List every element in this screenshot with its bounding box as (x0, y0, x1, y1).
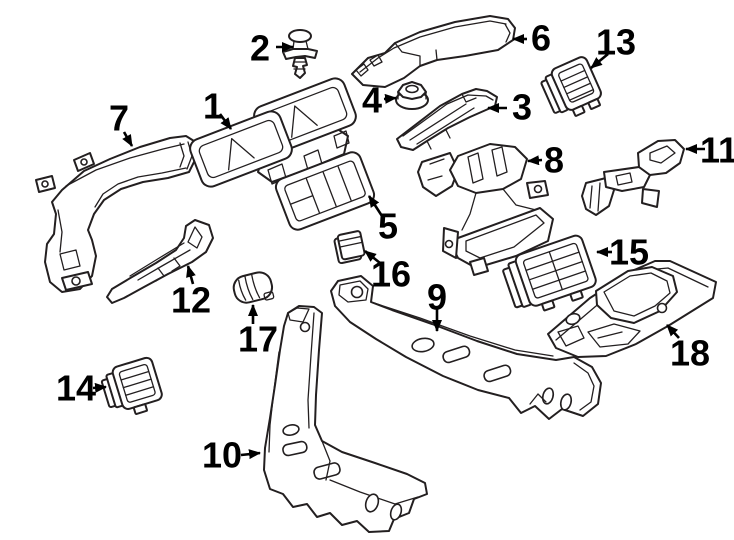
part-18-trim-panel (547, 260, 717, 358)
callout-12[interactable]: 12 (171, 265, 211, 321)
callout-17[interactable]: 17 (238, 304, 278, 360)
part-7-side-defroster-duct (35, 135, 197, 293)
callout-17-label[interactable]: 17 (238, 319, 278, 360)
part-1-register-assembly (189, 77, 357, 188)
part-13-louvered-vent (540, 56, 602, 117)
callout-10-arrow (240, 449, 261, 460)
part-2-push-pin-retainer (282, 29, 318, 79)
callout-10[interactable]: 10 (202, 435, 261, 476)
callout-7-arrow (122, 131, 134, 147)
part-16-cap (333, 230, 366, 265)
callout-4-label[interactable]: 4 (362, 80, 382, 121)
callout-6-label[interactable]: 6 (531, 18, 551, 59)
callout-6[interactable]: 6 (512, 18, 551, 59)
callout-15[interactable]: 15 (596, 232, 649, 273)
part-9-floor-duct (330, 275, 602, 420)
part-17-cap (232, 271, 275, 304)
callout-5-arrow (367, 195, 384, 217)
callout-10-label[interactable]: 10 (202, 435, 242, 476)
callout-14-label[interactable]: 14 (56, 368, 96, 409)
part-11-side-duct (581, 139, 685, 216)
callout-16-label[interactable]: 16 (371, 254, 411, 295)
callout-12-label[interactable]: 12 (171, 280, 211, 321)
callout-18-label[interactable]: 18 (670, 333, 710, 374)
callout-1[interactable]: 1 (203, 86, 233, 130)
callout-5[interactable]: 5 (367, 195, 398, 247)
callout-7-label[interactable]: 7 (109, 98, 129, 139)
part-15-louvered-vent (502, 234, 597, 312)
callout-9[interactable]: 9 (427, 277, 447, 332)
part-4-nut (395, 81, 429, 110)
part-10-floor-duct-vertical (263, 305, 428, 533)
callout-7[interactable]: 7 (109, 98, 134, 147)
part-5-register-grille (274, 151, 376, 231)
callout-16[interactable]: 16 (364, 249, 411, 295)
callout-11[interactable]: 11 (685, 130, 734, 171)
callout-13[interactable]: 13 (590, 22, 636, 70)
callout-8-arrow (527, 155, 543, 166)
callout-11-label[interactable]: 11 (700, 130, 734, 171)
callout-3-label[interactable]: 3 (512, 87, 532, 128)
callout-4[interactable]: 4 (362, 80, 397, 121)
callout-3[interactable]: 3 (487, 87, 532, 128)
callouts: 1 2 3 4 5 6 7 8 (56, 18, 734, 476)
callout-13-arrow (590, 52, 609, 70)
callout-4-arrow (383, 93, 397, 104)
callout-8-label[interactable]: 8 (544, 140, 564, 181)
part-14-louvered-vent (100, 356, 163, 415)
callout-9-label[interactable]: 9 (427, 277, 447, 318)
callout-2[interactable]: 2 (250, 28, 294, 69)
part-12-demister-duct (106, 219, 214, 304)
part-6-top-cover-panel (351, 15, 516, 88)
part-8-distribution-duct (417, 143, 554, 276)
callout-12-arrow (186, 265, 196, 285)
callout-14[interactable]: 14 (56, 368, 107, 409)
callout-13-label[interactable]: 13 (596, 22, 636, 63)
callout-1-label[interactable]: 1 (203, 86, 223, 127)
callout-2-label[interactable]: 2 (250, 28, 270, 69)
callout-16-arrow (364, 249, 381, 265)
callout-18-arrow (666, 324, 680, 339)
callout-14-arrow (92, 382, 107, 393)
callout-1-arrow (218, 113, 233, 130)
callout-15-label[interactable]: 15 (609, 232, 649, 273)
callout-5-label[interactable]: 5 (378, 206, 398, 247)
callout-8[interactable]: 8 (527, 140, 564, 181)
callout-18[interactable]: 18 (666, 324, 710, 374)
